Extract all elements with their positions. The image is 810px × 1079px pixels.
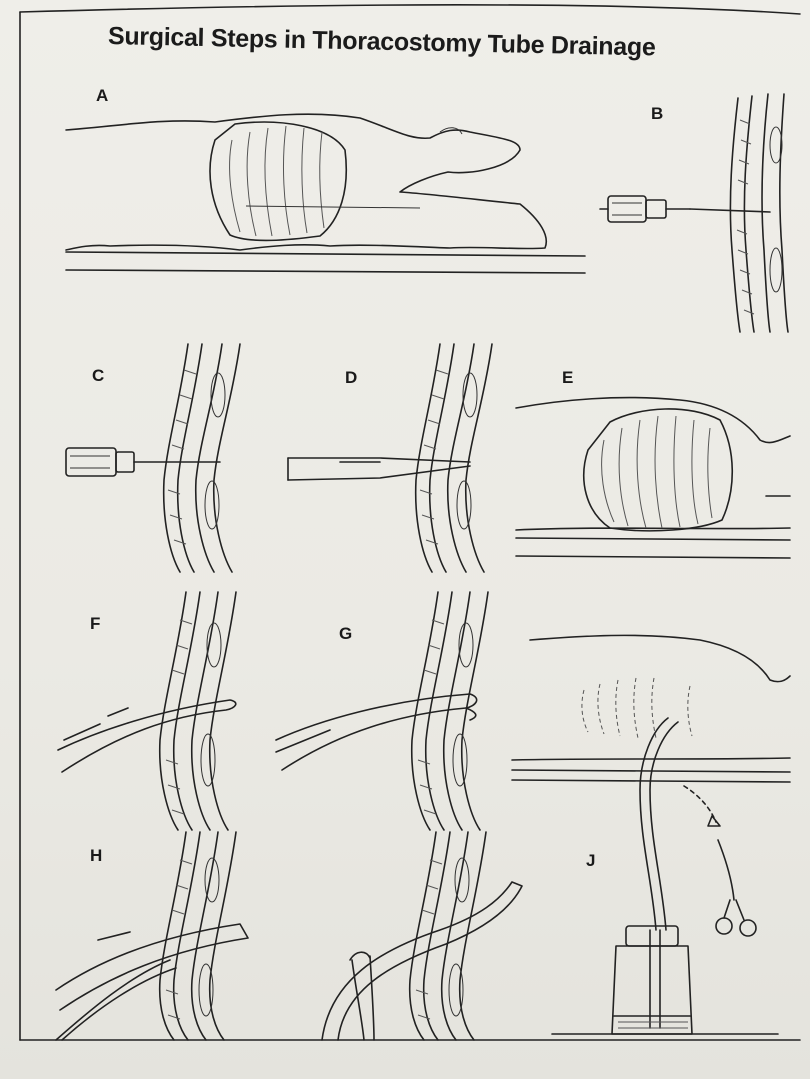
panel-f-blunt-dissection <box>58 592 236 830</box>
panel-a-patient-supine <box>66 114 585 273</box>
panel-c-anesthetic-infiltration <box>66 344 240 572</box>
panel-e-patient-effusion <box>516 398 790 558</box>
page-top-border <box>20 5 800 14</box>
panel-d-skin-incision <box>288 344 492 572</box>
panel-tube-insertion <box>322 832 522 1040</box>
panel-j-water-seal-drainage <box>512 635 790 1034</box>
panel-h-tube-placement <box>56 832 248 1040</box>
panel-b-syringe-aspiration <box>600 94 788 332</box>
panel-g-pleural-entry <box>276 592 488 830</box>
